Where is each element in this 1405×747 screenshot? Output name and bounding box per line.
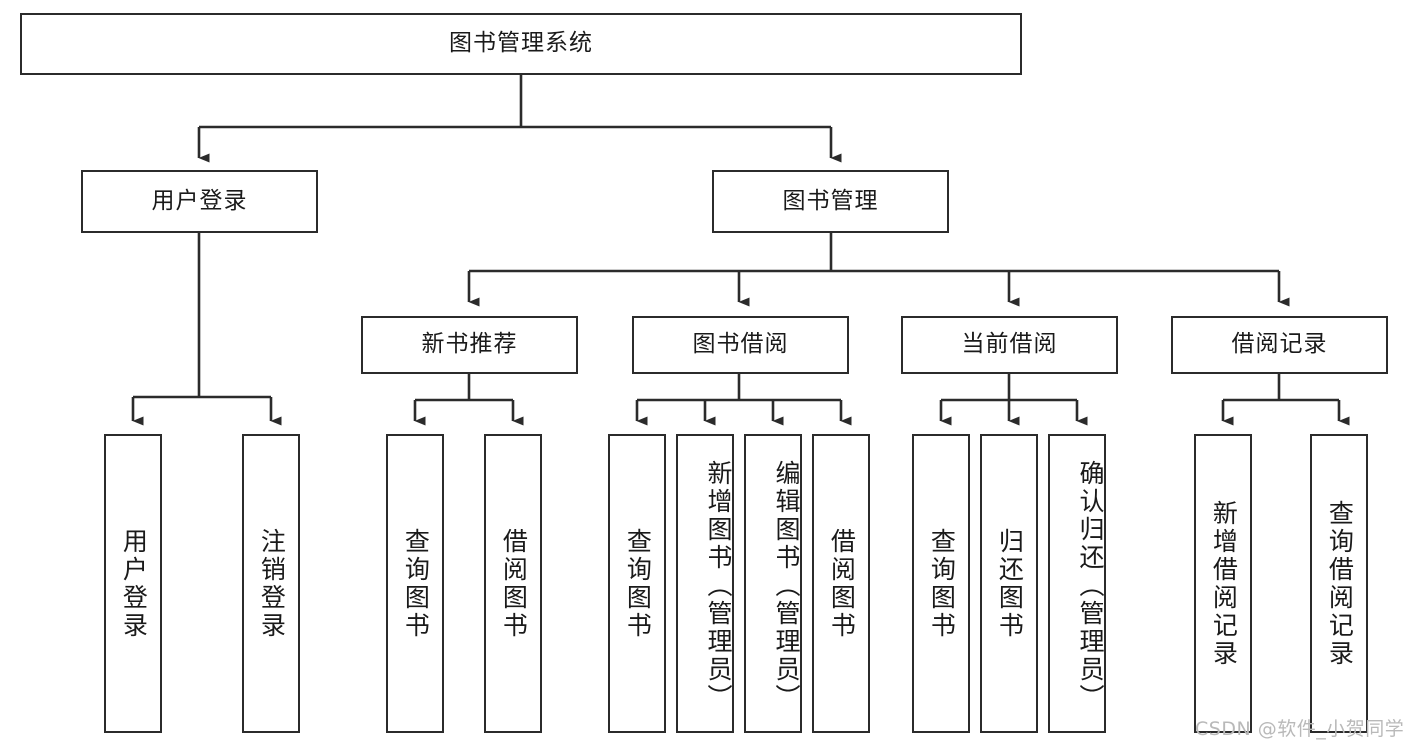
leaf-confirm-return-admin[interactable]: 确认归还（管理员） [1048, 434, 1106, 733]
csdn-watermark: CSDN @软件_小贺同学 [1195, 718, 1405, 740]
node-borrow-record[interactable]: 借阅记录 [1171, 316, 1388, 374]
node-label: 查询图书 [623, 527, 653, 640]
node-label: 图书管理 [782, 187, 879, 214]
node-label: 查询借阅记录 [1325, 499, 1355, 668]
node-current-borrow[interactable]: 当前借阅 [901, 316, 1118, 374]
node-label: 查询图书 [401, 527, 431, 640]
node-label: 注销登录 [257, 527, 287, 640]
node-label: 新书推荐 [421, 331, 518, 358]
node-label: 借阅图书 [827, 527, 857, 640]
leaf-add-book-admin[interactable]: 新增图书（管理员） [676, 434, 734, 733]
node-label: 用户登录 [151, 187, 248, 214]
node-label: 新增图书（管理员） [704, 459, 733, 712]
node-label: 新增借阅记录 [1209, 499, 1239, 668]
leaf-edit-book-admin[interactable]: 编辑图书（管理员） [744, 434, 802, 733]
node-label: 当前借阅 [961, 331, 1058, 358]
node-label: 图书借阅 [692, 331, 789, 358]
leaf-return-book[interactable]: 归还图书 [980, 434, 1038, 733]
node-label: 归还图书 [995, 527, 1025, 640]
leaf-query-book-current[interactable]: 查询图书 [912, 434, 970, 733]
node-label: 借阅图书 [499, 527, 529, 640]
node-book-management[interactable]: 图书管理 [712, 170, 949, 233]
node-label: 图书管理系统 [449, 30, 593, 57]
leaf-borrow-book[interactable]: 借阅图书 [812, 434, 870, 733]
node-book-borrow[interactable]: 图书借阅 [632, 316, 849, 374]
node-root-system[interactable]: 图书管理系统 [20, 13, 1022, 75]
leaf-borrow-book-recommend[interactable]: 借阅图书 [484, 434, 542, 733]
leaf-add-borrow-record[interactable]: 新增借阅记录 [1194, 434, 1252, 733]
node-label: 借阅记录 [1231, 331, 1328, 358]
leaf-user-login[interactable]: 用户登录 [104, 434, 162, 733]
node-label: 编辑图书（管理员） [772, 459, 801, 712]
leaf-query-borrow-record[interactable]: 查询借阅记录 [1310, 434, 1368, 733]
node-new-book-recommend[interactable]: 新书推荐 [361, 316, 578, 374]
leaf-query-book-borrow[interactable]: 查询图书 [608, 434, 666, 733]
node-label: 确认归还（管理员） [1076, 459, 1105, 712]
node-label: 查询图书 [927, 527, 957, 640]
node-label: 用户登录 [119, 527, 149, 640]
leaf-logout-login[interactable]: 注销登录 [242, 434, 300, 733]
leaf-query-book-recommend[interactable]: 查询图书 [386, 434, 444, 733]
node-user-login[interactable]: 用户登录 [81, 170, 318, 233]
